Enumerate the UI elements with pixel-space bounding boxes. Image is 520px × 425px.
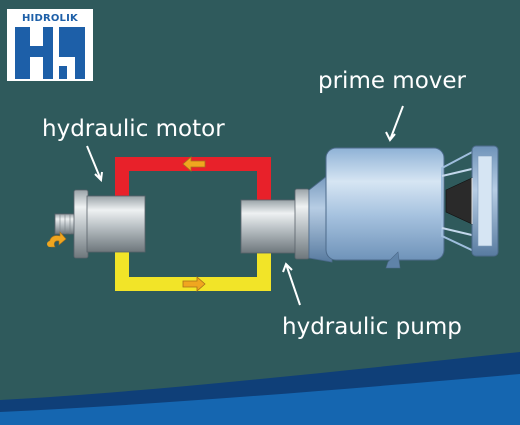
prime-mover [308,145,499,269]
hydraulic-pump [240,188,310,260]
hidrolik-logo: HIDROLIK [7,9,93,81]
hydraulic-pump-label: hydraulic pump [282,314,462,340]
prime-mover-pointer [385,105,404,142]
logo-mark [15,27,85,79]
rotation-arrow-icon [49,231,67,248]
hydraulic-motor-label: hydraulic motor [42,116,225,142]
motor-pointer [86,145,103,183]
return-flow-arrow [182,276,206,292]
hydraulic-motor [54,189,146,259]
prime-mover-label: prime mover [318,68,467,94]
pump-pointer [282,262,301,306]
wave-light [0,374,520,425]
pressure-flow-arrow [182,156,206,172]
logo-text: HIDROLIK [21,13,79,24]
